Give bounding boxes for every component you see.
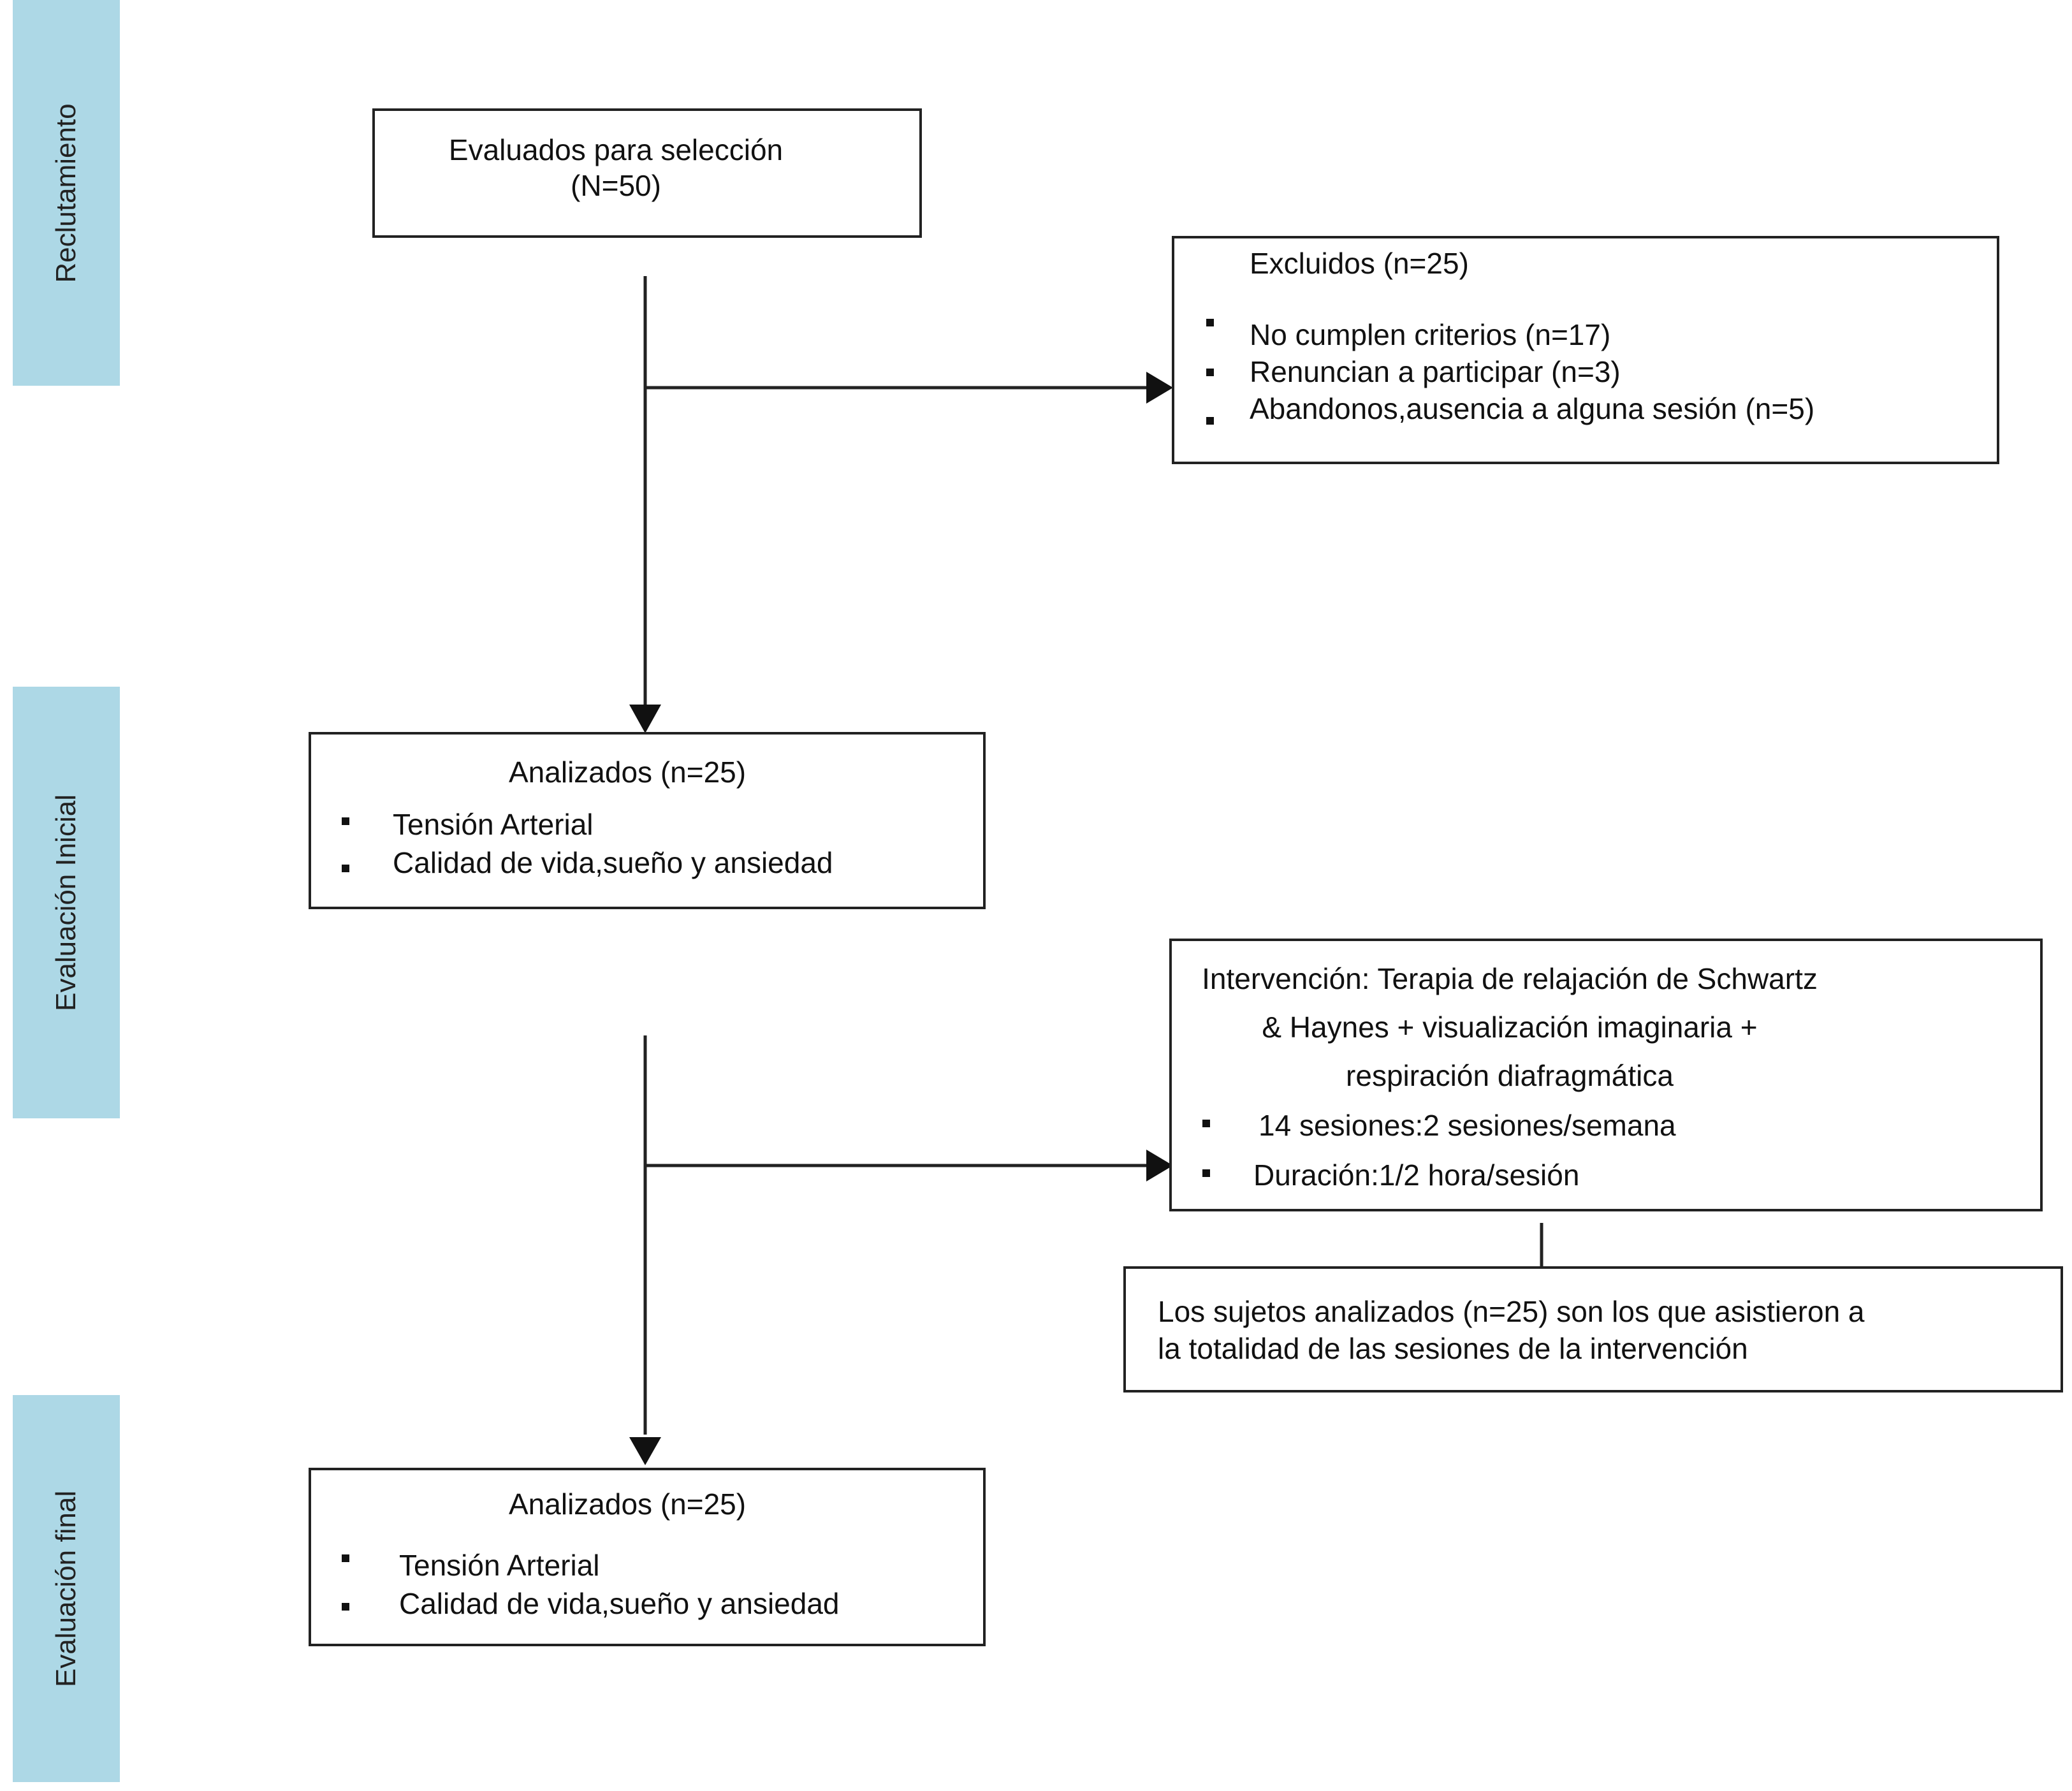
note-box: Los sujetos analizados (n=25) son los qu…: [1123, 1266, 2063, 1393]
bullet-icon: [1206, 319, 1214, 326]
arrowhead-to-excluded: [1146, 372, 1173, 404]
screening-count: (N=50): [571, 169, 661, 202]
excluded-title: Excluidos (n=25): [1250, 247, 1469, 280]
arrowhead-to-final-analysis: [629, 1437, 661, 1465]
bullet-icon: [1206, 369, 1214, 376]
final-analysis-title: Analizados (n=25): [509, 1488, 747, 1521]
intervention-item-sessions: 14 sesiones:2 sesiones/semana: [1259, 1109, 1676, 1142]
excluded-box: Excluidos (n=25) No cumplen criterios (n…: [1172, 236, 1999, 464]
excluded-item-dropouts: Abandonos,ausencia a alguna sesión (n=5): [1250, 392, 1815, 425]
note-line-2: la totalidad de las sesiones de la inter…: [1158, 1332, 1748, 1365]
final-analysis-box: Analizados (n=25) Tensión Arterial Calid…: [309, 1468, 986, 1646]
final-item-quality-of-life: Calidad de vida,sueño y ansiedad: [399, 1587, 840, 1620]
intervention-line-3: respiración diafragmática: [1346, 1059, 1674, 1092]
initial-analysis-box: Analizados (n=25) Tensión Arterial Calid…: [309, 732, 986, 909]
initial-item-blood-pressure: Tensión Arterial: [393, 808, 594, 841]
initial-item-quality-of-life: Calidad de vida,sueño y ansiedad: [393, 846, 833, 879]
note-line-1: Los sujetos analizados (n=25) son los qu…: [1158, 1295, 1865, 1328]
screening-label: Evaluados para selección: [448, 133, 784, 166]
initial-analysis-title: Analizados (n=25): [509, 756, 747, 789]
intervention-line-2: & Haynes + visualización imaginaria +: [1262, 1011, 1758, 1044]
arrowhead-to-initial-analysis: [629, 705, 661, 733]
phase-band-recruitment: Reclutamiento: [13, 0, 120, 386]
bullet-icon: [342, 1603, 349, 1611]
arrowhead-to-intervention: [1146, 1150, 1173, 1181]
intervention-line-1: Intervención: Terapia de relajación de S…: [1202, 962, 1818, 995]
phase-band-initial-evaluation: Evaluación Inicial: [13, 687, 120, 1118]
final-item-blood-pressure: Tensión Arterial: [399, 1549, 600, 1582]
bullet-icon: [342, 865, 349, 872]
intervention-item-duration: Duración:1/2 hora/sesión: [1253, 1159, 1580, 1192]
bullet-icon: [342, 817, 349, 825]
intervention-box: Intervención: Terapia de relajación de S…: [1169, 939, 2043, 1211]
bullet-icon: [1206, 417, 1214, 425]
bullet-icon: [1202, 1169, 1210, 1177]
screening-box: Evaluados para selección (N=50): [372, 108, 922, 238]
excluded-item-declined: Renuncian a participar (n=3): [1250, 355, 1621, 388]
bullet-icon: [1202, 1120, 1210, 1127]
excluded-item-criteria: No cumplen criterios (n=17): [1250, 318, 1611, 351]
bullet-icon: [342, 1554, 349, 1562]
phase-band-final-evaluation: Evaluación final: [13, 1395, 120, 1782]
